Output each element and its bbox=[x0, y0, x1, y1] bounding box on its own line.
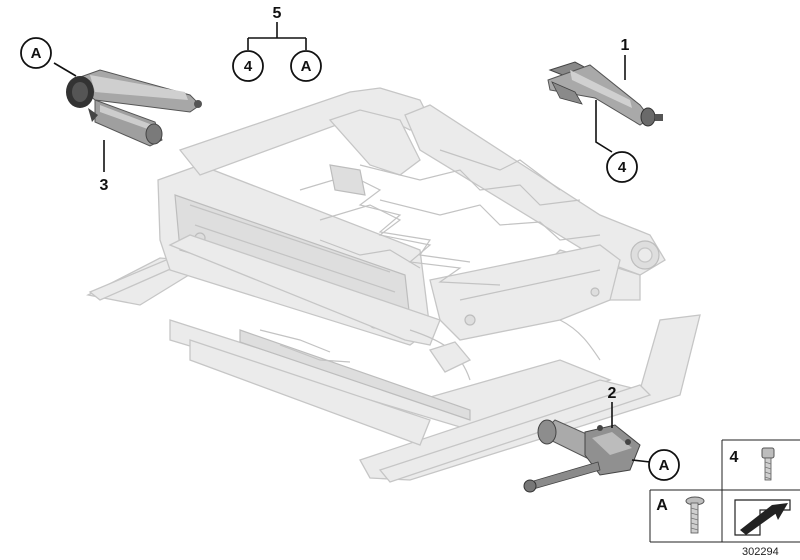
callout-4-right-label: 4 bbox=[618, 159, 627, 176]
callout-2-label: 2 bbox=[608, 385, 617, 402]
legend-4-label: 4 bbox=[730, 449, 739, 466]
callout-leaders bbox=[53, 22, 651, 463]
socket-screw-icon bbox=[761, 447, 775, 481]
part-3-double-motor bbox=[66, 69, 202, 147]
callout-a-group: A bbox=[290, 50, 322, 82]
callout-a-bottom: A bbox=[648, 449, 680, 481]
seat-frame bbox=[86, 87, 701, 483]
callout-a-top-left-label: A bbox=[31, 45, 42, 62]
callout-5-label: 5 bbox=[273, 5, 282, 22]
callout-3-label: 3 bbox=[100, 177, 109, 194]
callout-4-group: 4 bbox=[232, 50, 264, 82]
callout-1-label: 1 bbox=[621, 37, 630, 54]
callout-4-group-label: 4 bbox=[244, 58, 253, 75]
callout-a-group-label: A bbox=[301, 58, 312, 75]
callout-4-right: 4 bbox=[606, 151, 638, 183]
callout-a-top-left: A bbox=[20, 37, 52, 69]
pan-head-screw-icon bbox=[685, 496, 705, 534]
legend-a-label: A bbox=[656, 497, 668, 514]
document-number: 302294 bbox=[742, 546, 779, 558]
callout-a-bottom-label: A bbox=[659, 457, 670, 474]
part-1-single-motor bbox=[547, 61, 663, 127]
part-2-drive-motor bbox=[523, 419, 641, 493]
fastener-legend: 4 A bbox=[649, 439, 800, 543]
clip-arrow-icon bbox=[734, 499, 791, 536]
